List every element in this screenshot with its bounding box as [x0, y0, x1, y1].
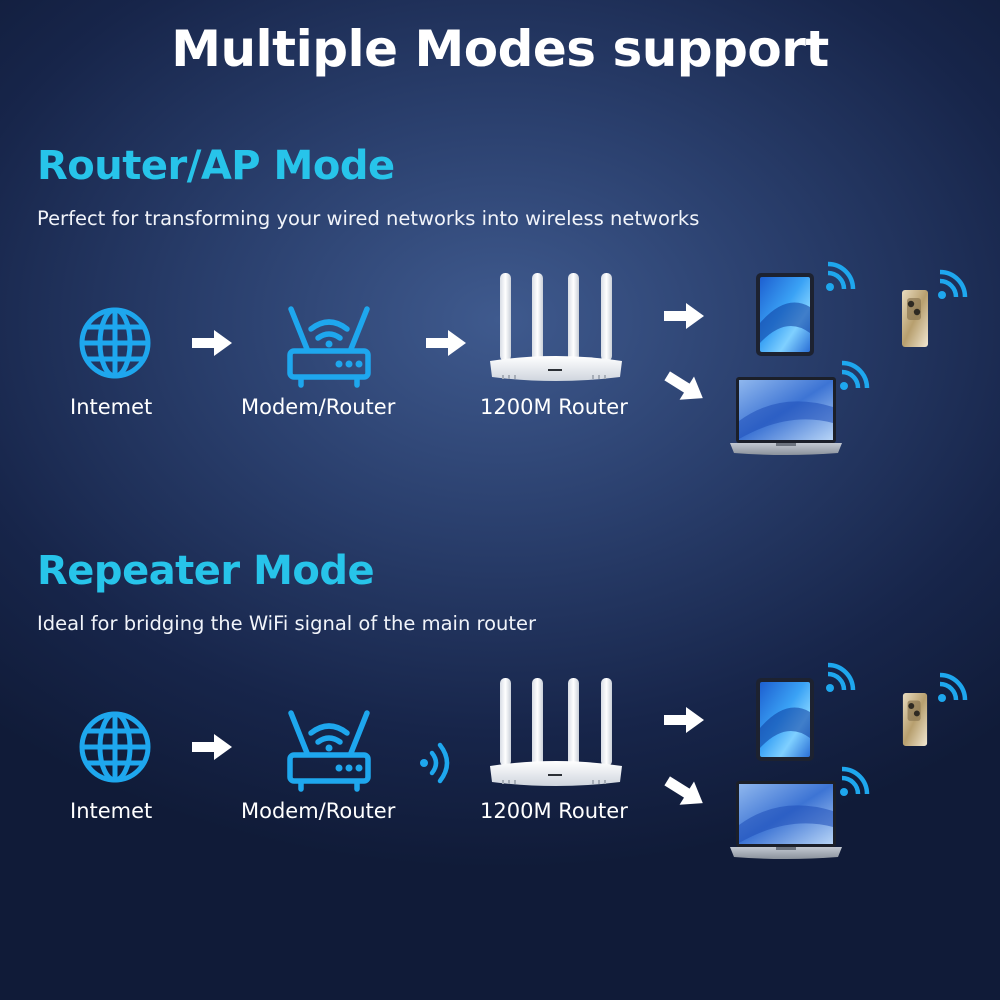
node-label-internet: Intemet: [70, 799, 153, 823]
modem-router-icon: [287, 306, 371, 388]
wifi-signal-icon: [840, 360, 870, 390]
right-arrow-icon: [192, 330, 232, 356]
section-title: Router/AP Mode: [37, 143, 395, 189]
repeater-mode-section: Repeater Mode Ideal for bridging the WiF…: [0, 548, 1000, 878]
globe-icon: [79, 307, 151, 379]
right-arrow-icon: [192, 734, 232, 760]
router-ap-mode-section: Router/AP Mode Perfect for transforming …: [0, 143, 1000, 473]
wifi-signal-icon: [826, 261, 856, 291]
tablet-image: [756, 273, 814, 356]
router-image: [490, 678, 622, 786]
right-arrow-icon: [664, 303, 704, 329]
section-title: Repeater Mode: [37, 548, 375, 594]
node-label-1200m-router: 1200M Router: [480, 799, 628, 823]
node-label-modem-router: Modem/Router: [241, 395, 396, 419]
modem-router-icon: [287, 710, 371, 792]
laptop-image: [730, 781, 842, 859]
section-description: Perfect for transforming your wired netw…: [37, 207, 700, 230]
node-label-modem-router: Modem/Router: [241, 799, 396, 823]
section-description: Ideal for bridging the WiFi signal of th…: [37, 612, 537, 635]
down-right-arrow-icon: [664, 776, 703, 805]
node-label-internet: Intemet: [70, 395, 153, 419]
wifi-signal-icon: [840, 766, 870, 796]
right-arrow-icon: [426, 330, 466, 356]
tablet-image: [756, 678, 814, 761]
right-arrow-icon: [664, 707, 704, 733]
phone-image: [902, 290, 928, 347]
phone-image: [902, 693, 928, 746]
wifi-signal-icon: [938, 672, 968, 702]
wireless-signal-icon: [420, 742, 450, 784]
wifi-signal-icon: [938, 269, 968, 299]
laptop-image: [730, 377, 842, 455]
router-image: [490, 273, 622, 381]
page-title: Multiple Modes support: [171, 20, 829, 78]
globe-icon: [79, 711, 151, 783]
node-label-1200m-router: 1200M Router: [480, 395, 628, 419]
down-right-arrow-icon: [664, 371, 703, 400]
wifi-signal-icon: [826, 662, 856, 692]
